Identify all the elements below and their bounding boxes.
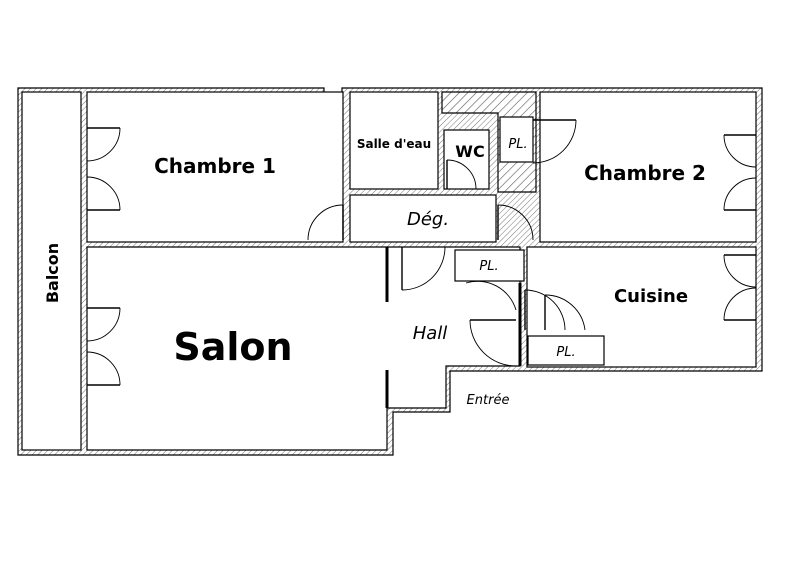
door-wc — [446, 159, 477, 190]
room-cuisine — [526, 246, 757, 368]
label-pl-wc: PL. — [508, 137, 527, 152]
label-balcon: Balcon — [43, 243, 62, 303]
door-deg-hall — [401, 246, 446, 291]
room-salle-deau — [349, 91, 439, 190]
label-chambre-2: Chambre 2 — [584, 161, 706, 185]
door-cuisine — [524, 289, 586, 331]
label-pl-hall: PL. — [479, 259, 498, 274]
door-chambre2-window — [723, 134, 757, 211]
label-entree: Entrée — [467, 393, 510, 408]
room-chambre-1 — [86, 91, 344, 243]
label-cuisine: Cuisine — [614, 286, 688, 307]
room-chambre-2 — [539, 91, 757, 243]
door-balcon-salon — [86, 307, 121, 386]
label-deg: Dég. — [407, 209, 449, 230]
room-deg — [349, 194, 497, 243]
room-pl-hall — [454, 249, 525, 282]
label-salle-deau: Salle d'eau — [357, 137, 431, 151]
room-balcon — [21, 91, 82, 451]
label-pl-cuisine: PL. — [556, 345, 575, 360]
label-wc: WC — [455, 142, 484, 161]
door-balcon-chambre1 — [86, 127, 121, 211]
label-hall: Hall — [413, 323, 448, 344]
room-pl-wc — [499, 116, 534, 163]
label-chambre-1: Chambre 1 — [154, 154, 276, 178]
door-chambre2 — [497, 204, 534, 241]
room-wc — [443, 129, 490, 190]
door-chambre1 — [307, 204, 344, 241]
door-entree — [465, 280, 517, 367]
label-salon: Salon — [173, 325, 292, 369]
door-pl-wc — [532, 119, 577, 164]
door-cuisine-window — [723, 254, 757, 321]
room-pl-cuisine — [527, 335, 605, 366]
